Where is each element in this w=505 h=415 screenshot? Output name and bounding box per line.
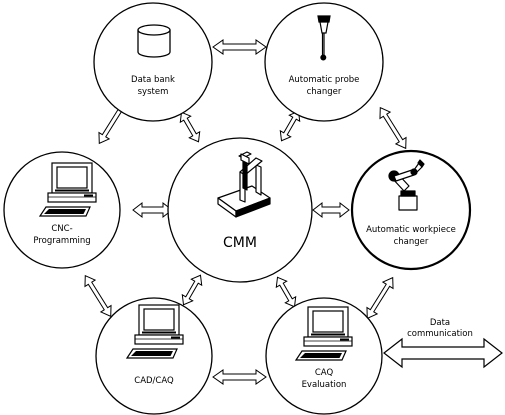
- arrow-cnc-cad: [84, 274, 112, 318]
- databank-label-line2: system: [138, 87, 169, 97]
- connector-arrows: [132, 39, 350, 385]
- cad-caq-label: CAD/CAQ: [134, 376, 174, 386]
- diagonal-arrows: [84, 101, 407, 320]
- caq-evaluation-label-line1: CAQ: [315, 368, 334, 378]
- cnc-programming-label-line1: CNC-: [51, 224, 72, 234]
- probe-icon: [317, 15, 331, 61]
- data-communication-label-line1: Data: [430, 318, 450, 328]
- workpiece-changer-label-line1: Automatic workpiece: [366, 225, 456, 235]
- arrow-databank-cmm: [179, 111, 201, 143]
- arrow-probe-workpiece: [379, 106, 407, 150]
- robot-arm-icon: [388, 159, 425, 211]
- arrow-cnc-cmm: [132, 201, 173, 219]
- cmm-label: CMM: [223, 235, 257, 251]
- probe-changer-node: [264, 2, 384, 122]
- data-communication-label-line2: communication: [407, 329, 473, 339]
- arrow-cad-cmm: [181, 274, 203, 306]
- arrow-caq-cmm: [275, 276, 297, 308]
- cnc-programming-label-line2: Programming: [33, 236, 90, 246]
- arrow-cmm-workpiece: [312, 201, 350, 219]
- database-cylinder-icon: [137, 24, 171, 58]
- data-communication-arrow: [383, 337, 503, 369]
- caq-evaluation-label-line2: Evaluation: [302, 380, 347, 390]
- databank-node: [93, 2, 213, 122]
- probe-changer-label-line2: changer: [307, 87, 342, 97]
- arrow-workpiece-caq: [366, 276, 394, 320]
- cmm-machine-icon: [217, 151, 271, 218]
- databank-label-line1: Data bank: [131, 75, 175, 85]
- arrow-cad-caq: [212, 369, 267, 385]
- workpiece-changer-label-line2: changer: [394, 237, 429, 247]
- probe-changer-label-line1: Automatic probe: [289, 75, 360, 85]
- arrow-databank-probe: [212, 39, 267, 55]
